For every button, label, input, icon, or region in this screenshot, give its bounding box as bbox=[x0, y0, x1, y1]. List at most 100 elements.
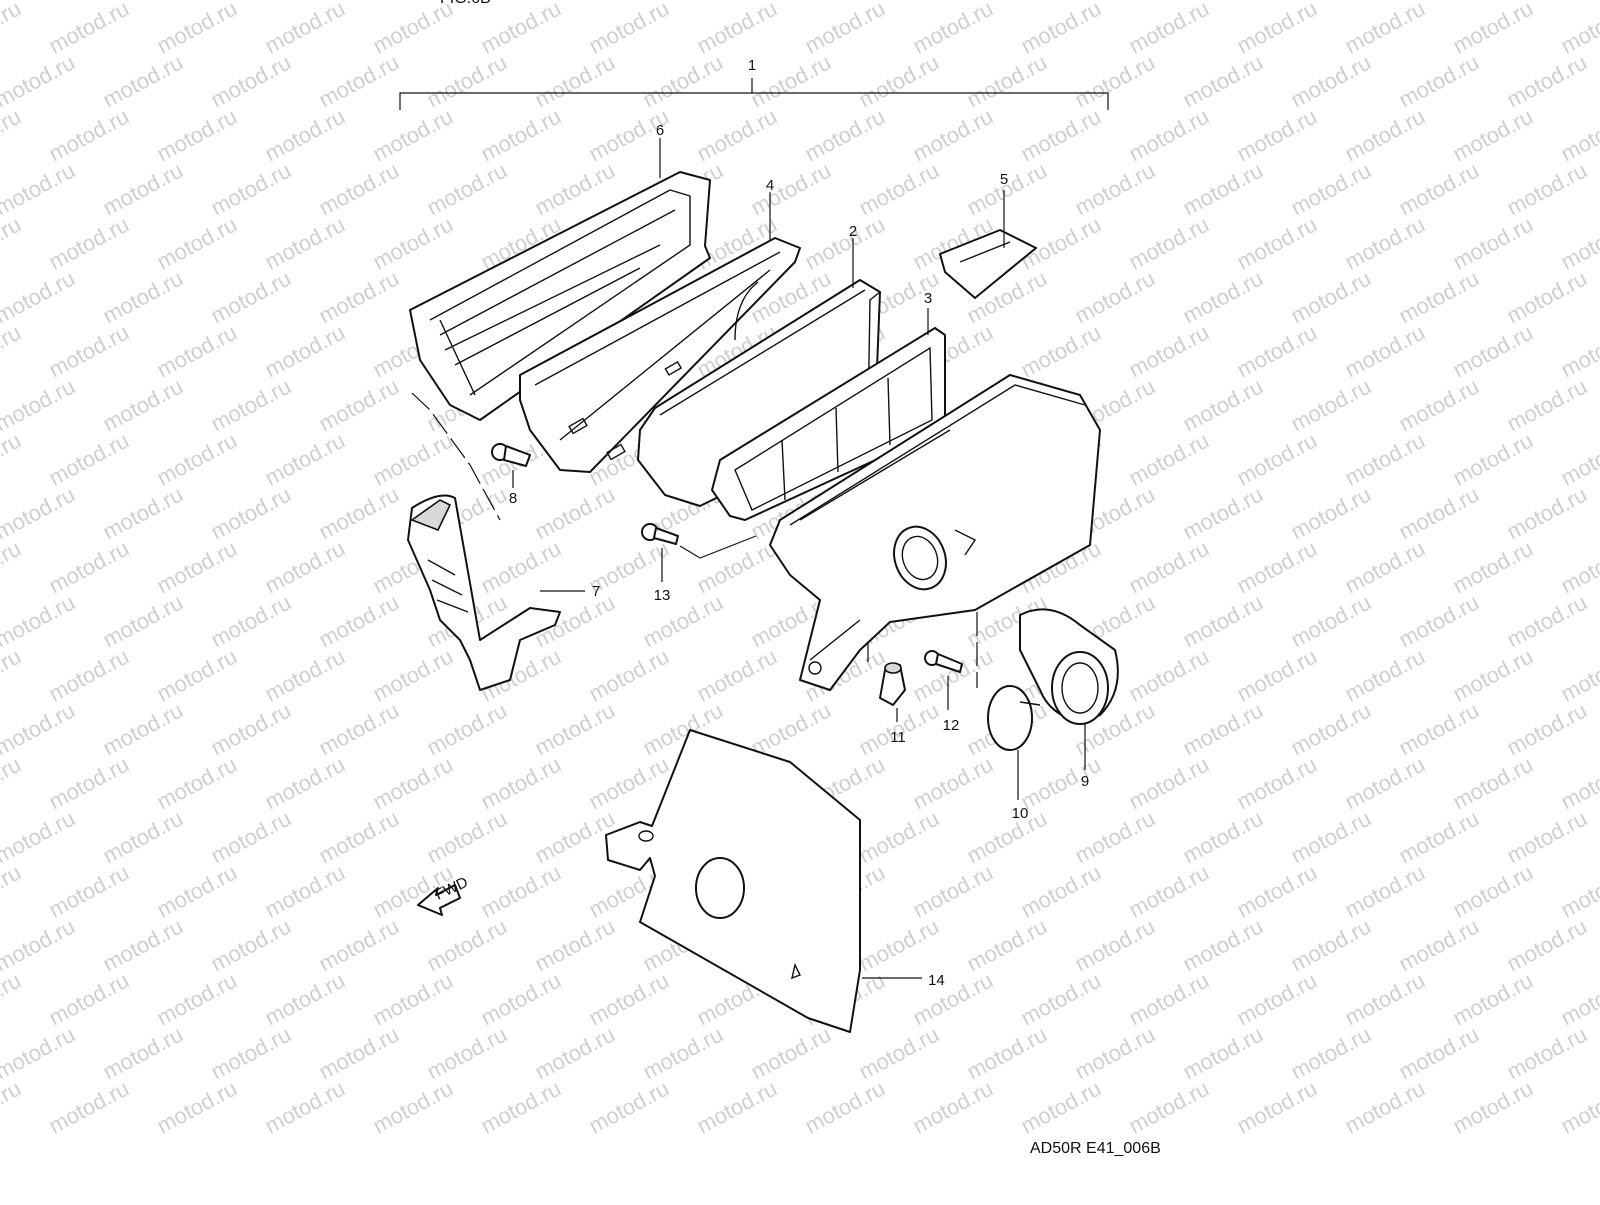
watermark-text: motod.ru bbox=[207, 482, 295, 545]
watermark-text: motod.ru bbox=[315, 806, 403, 869]
watermark-text: motod.ru bbox=[261, 644, 349, 707]
assembly-guide-lines bbox=[411, 392, 978, 688]
part-cover-sheet[interactable] bbox=[605, 729, 922, 1033]
watermark-text: motod.ru bbox=[153, 968, 241, 1031]
watermark-text: motod.ru bbox=[0, 536, 25, 599]
watermark-text: motod.ru bbox=[1071, 158, 1159, 221]
watermark-text: motod.ru bbox=[1341, 752, 1429, 815]
callout-14: 14 bbox=[928, 972, 945, 989]
part-outlet-tube[interactable] bbox=[1019, 608, 1119, 770]
watermark-text: motod.ru bbox=[0, 914, 79, 977]
watermark-text: motod.ru bbox=[99, 806, 187, 869]
watermark-text: motod.ru bbox=[0, 212, 25, 275]
part-bolt-12[interactable] bbox=[924, 650, 963, 710]
watermark-text: motod.ru bbox=[315, 158, 403, 221]
watermark-text: motod.ru bbox=[45, 428, 133, 491]
assembly-bracket bbox=[399, 78, 1109, 110]
watermark-text: motod.ru bbox=[747, 50, 835, 113]
watermark-text: motod.ru bbox=[477, 860, 565, 923]
watermark-text: motod.ru bbox=[1233, 752, 1321, 815]
watermark-text: motod.ru bbox=[801, 1076, 889, 1139]
watermark-text: motod.ru bbox=[207, 50, 295, 113]
watermark-text: motod.ru bbox=[261, 104, 349, 167]
watermark-text: motod.ru bbox=[99, 50, 187, 113]
watermark-text: motod.ru bbox=[0, 1076, 25, 1139]
watermark-text: motod.ru bbox=[1179, 374, 1267, 437]
watermark-text: motod.ru bbox=[1503, 914, 1591, 977]
part-duct[interactable] bbox=[407, 494, 561, 691]
watermark-text: motod.ru bbox=[1233, 644, 1321, 707]
watermark-text: motod.ru bbox=[261, 212, 349, 275]
callout-11: 11 bbox=[890, 729, 906, 746]
watermark-text: motod.ru bbox=[153, 644, 241, 707]
watermark-text: motod.ru bbox=[1503, 1022, 1591, 1085]
part-gasket[interactable] bbox=[519, 237, 801, 473]
watermark-text: motod.ru bbox=[1179, 590, 1267, 653]
watermark-text: motod.ru bbox=[1449, 644, 1537, 707]
watermark-text: motod.ru bbox=[1503, 806, 1591, 869]
watermark-text: motod.ru bbox=[1071, 1022, 1159, 1085]
watermark-text: motod.ru bbox=[207, 590, 295, 653]
watermark-text: motod.ru bbox=[909, 860, 997, 923]
watermark-text: motod.ru bbox=[207, 914, 295, 977]
watermark-text: motod.ru bbox=[153, 104, 241, 167]
watermark-text: motod.ru bbox=[1287, 914, 1375, 977]
watermark-text: motod.ru bbox=[1341, 104, 1429, 167]
watermark-text: motod.ru bbox=[1287, 482, 1375, 545]
part-screw-8[interactable] bbox=[491, 443, 531, 488]
watermark-text: motod.ru bbox=[801, 0, 889, 58]
watermark-text: motod.ru bbox=[1179, 158, 1267, 221]
watermark-text: motod.ru bbox=[963, 50, 1051, 113]
watermark-text: motod.ru bbox=[477, 536, 565, 599]
part-cap[interactable] bbox=[409, 171, 711, 421]
part-element[interactable] bbox=[637, 279, 881, 507]
watermark-text: motod.ru bbox=[963, 158, 1051, 221]
watermark-text: motod.ru bbox=[315, 914, 403, 977]
watermark-text: motod.ru bbox=[45, 752, 133, 815]
watermark-text: motod.ru bbox=[207, 806, 295, 869]
watermark-text: motod.ru bbox=[1233, 428, 1321, 491]
part-drain-plug[interactable] bbox=[879, 662, 906, 722]
watermark-text: motod.ru bbox=[585, 968, 673, 1031]
part-seal-cap[interactable] bbox=[987, 685, 1041, 800]
watermark-text: motod.ru bbox=[1179, 266, 1267, 329]
watermark-text: motod.ru bbox=[1395, 374, 1483, 437]
callout-8: 8 bbox=[509, 490, 517, 507]
watermark-text: motod.ru bbox=[153, 320, 241, 383]
watermark-text: motod.ru bbox=[315, 698, 403, 761]
part-bolt-13[interactable] bbox=[641, 523, 757, 582]
watermark-text: motod.ru bbox=[1395, 266, 1483, 329]
watermark-text: motod.ru bbox=[1017, 968, 1105, 1031]
watermark-text: motod.ru bbox=[315, 1022, 403, 1085]
watermark-text: motod.ru bbox=[1071, 266, 1159, 329]
watermark-text: motod.ru bbox=[1449, 860, 1537, 923]
watermark-text: motod.ru bbox=[1395, 482, 1483, 545]
watermark-text: motod.ru bbox=[1287, 374, 1375, 437]
part-plate[interactable] bbox=[939, 229, 1037, 299]
watermark-text: motod.ru bbox=[1071, 914, 1159, 977]
watermark-text: motod.ru bbox=[531, 482, 619, 545]
watermark-text: motod.ru bbox=[1179, 806, 1267, 869]
watermark-text: motod.ru bbox=[423, 1022, 511, 1085]
callout-12: 12 bbox=[943, 717, 960, 734]
watermark-text: motod.ru bbox=[531, 50, 619, 113]
watermark-text: motod.ru bbox=[45, 860, 133, 923]
watermark-text: motod.ru bbox=[261, 752, 349, 815]
callout-3: 3 bbox=[924, 290, 932, 307]
watermark-text: motod.ru bbox=[315, 50, 403, 113]
watermark-text: motod.ru bbox=[963, 914, 1051, 977]
watermark-text: motod.ru bbox=[1125, 104, 1213, 167]
watermark-text: motod.ru bbox=[1395, 914, 1483, 977]
watermark-text: motod.ru bbox=[909, 0, 997, 58]
watermark-text: motod.ru bbox=[477, 752, 565, 815]
watermark-text: motod.ru bbox=[423, 50, 511, 113]
callout-13: 13 bbox=[654, 587, 671, 604]
watermark-text: motod.ru bbox=[1071, 806, 1159, 869]
air-cleaner-case[interactable] bbox=[769, 374, 1101, 691]
watermark-text: motod.ru bbox=[369, 428, 457, 491]
callout-1: 1 bbox=[748, 57, 756, 74]
part-element-frame[interactable] bbox=[711, 327, 946, 521]
watermark-text: motod.ru bbox=[153, 536, 241, 599]
watermark-text: motod.ru bbox=[1449, 320, 1537, 383]
